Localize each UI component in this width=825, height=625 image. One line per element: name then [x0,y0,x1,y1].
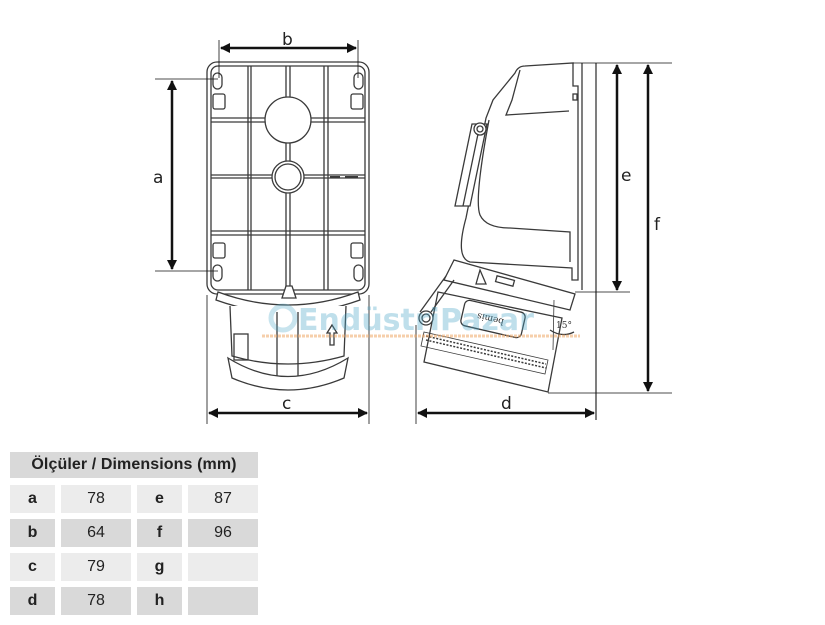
dimensions-table: Ölçüler / Dimensions (mm) a 78 e 87 b 64… [10,452,258,621]
dim-value: 87 [188,485,258,513]
dim-key: b [10,519,55,547]
dim-key: a [10,485,55,513]
table-row: d 78 h [10,587,258,615]
watermark: EndüstriPazar [262,303,580,338]
front-view [206,61,370,391]
dim-key: f [137,519,182,547]
dim-label-d: d [501,394,512,414]
table-row: a 78 e 87 [10,485,258,513]
dim-value: 78 [61,485,131,513]
dim-key: h [137,587,182,615]
dim-label-c: c [282,394,291,414]
dim-value [188,553,258,581]
dim-label-e: e [621,166,631,186]
table-row: c 79 g [10,553,258,581]
front-dimensions [155,40,370,424]
dim-label-f: f [654,215,661,235]
watermark-gear-icon [268,303,298,333]
dim-value: 64 [61,519,131,547]
dim-value: 96 [188,519,258,547]
table-title: Ölçüler / Dimensions (mm) [10,452,258,478]
dim-value: 79 [61,553,131,581]
dim-key: g [137,553,182,581]
side-dimensions [415,62,672,424]
watermark-text: EndüstriPazar [298,303,534,338]
dim-value [188,587,258,615]
side-view [418,62,597,420]
table-row: b 64 f 96 [10,519,258,547]
dim-value: 78 [61,587,131,615]
technical-drawing: b a c bemis 15° [153,30,672,424]
dim-label-b: b [282,30,293,50]
dim-key: c [10,553,55,581]
dim-label-a: a [153,168,163,188]
dim-key: e [137,485,182,513]
dim-key: d [10,587,55,615]
angle-label: 15° [556,321,572,331]
